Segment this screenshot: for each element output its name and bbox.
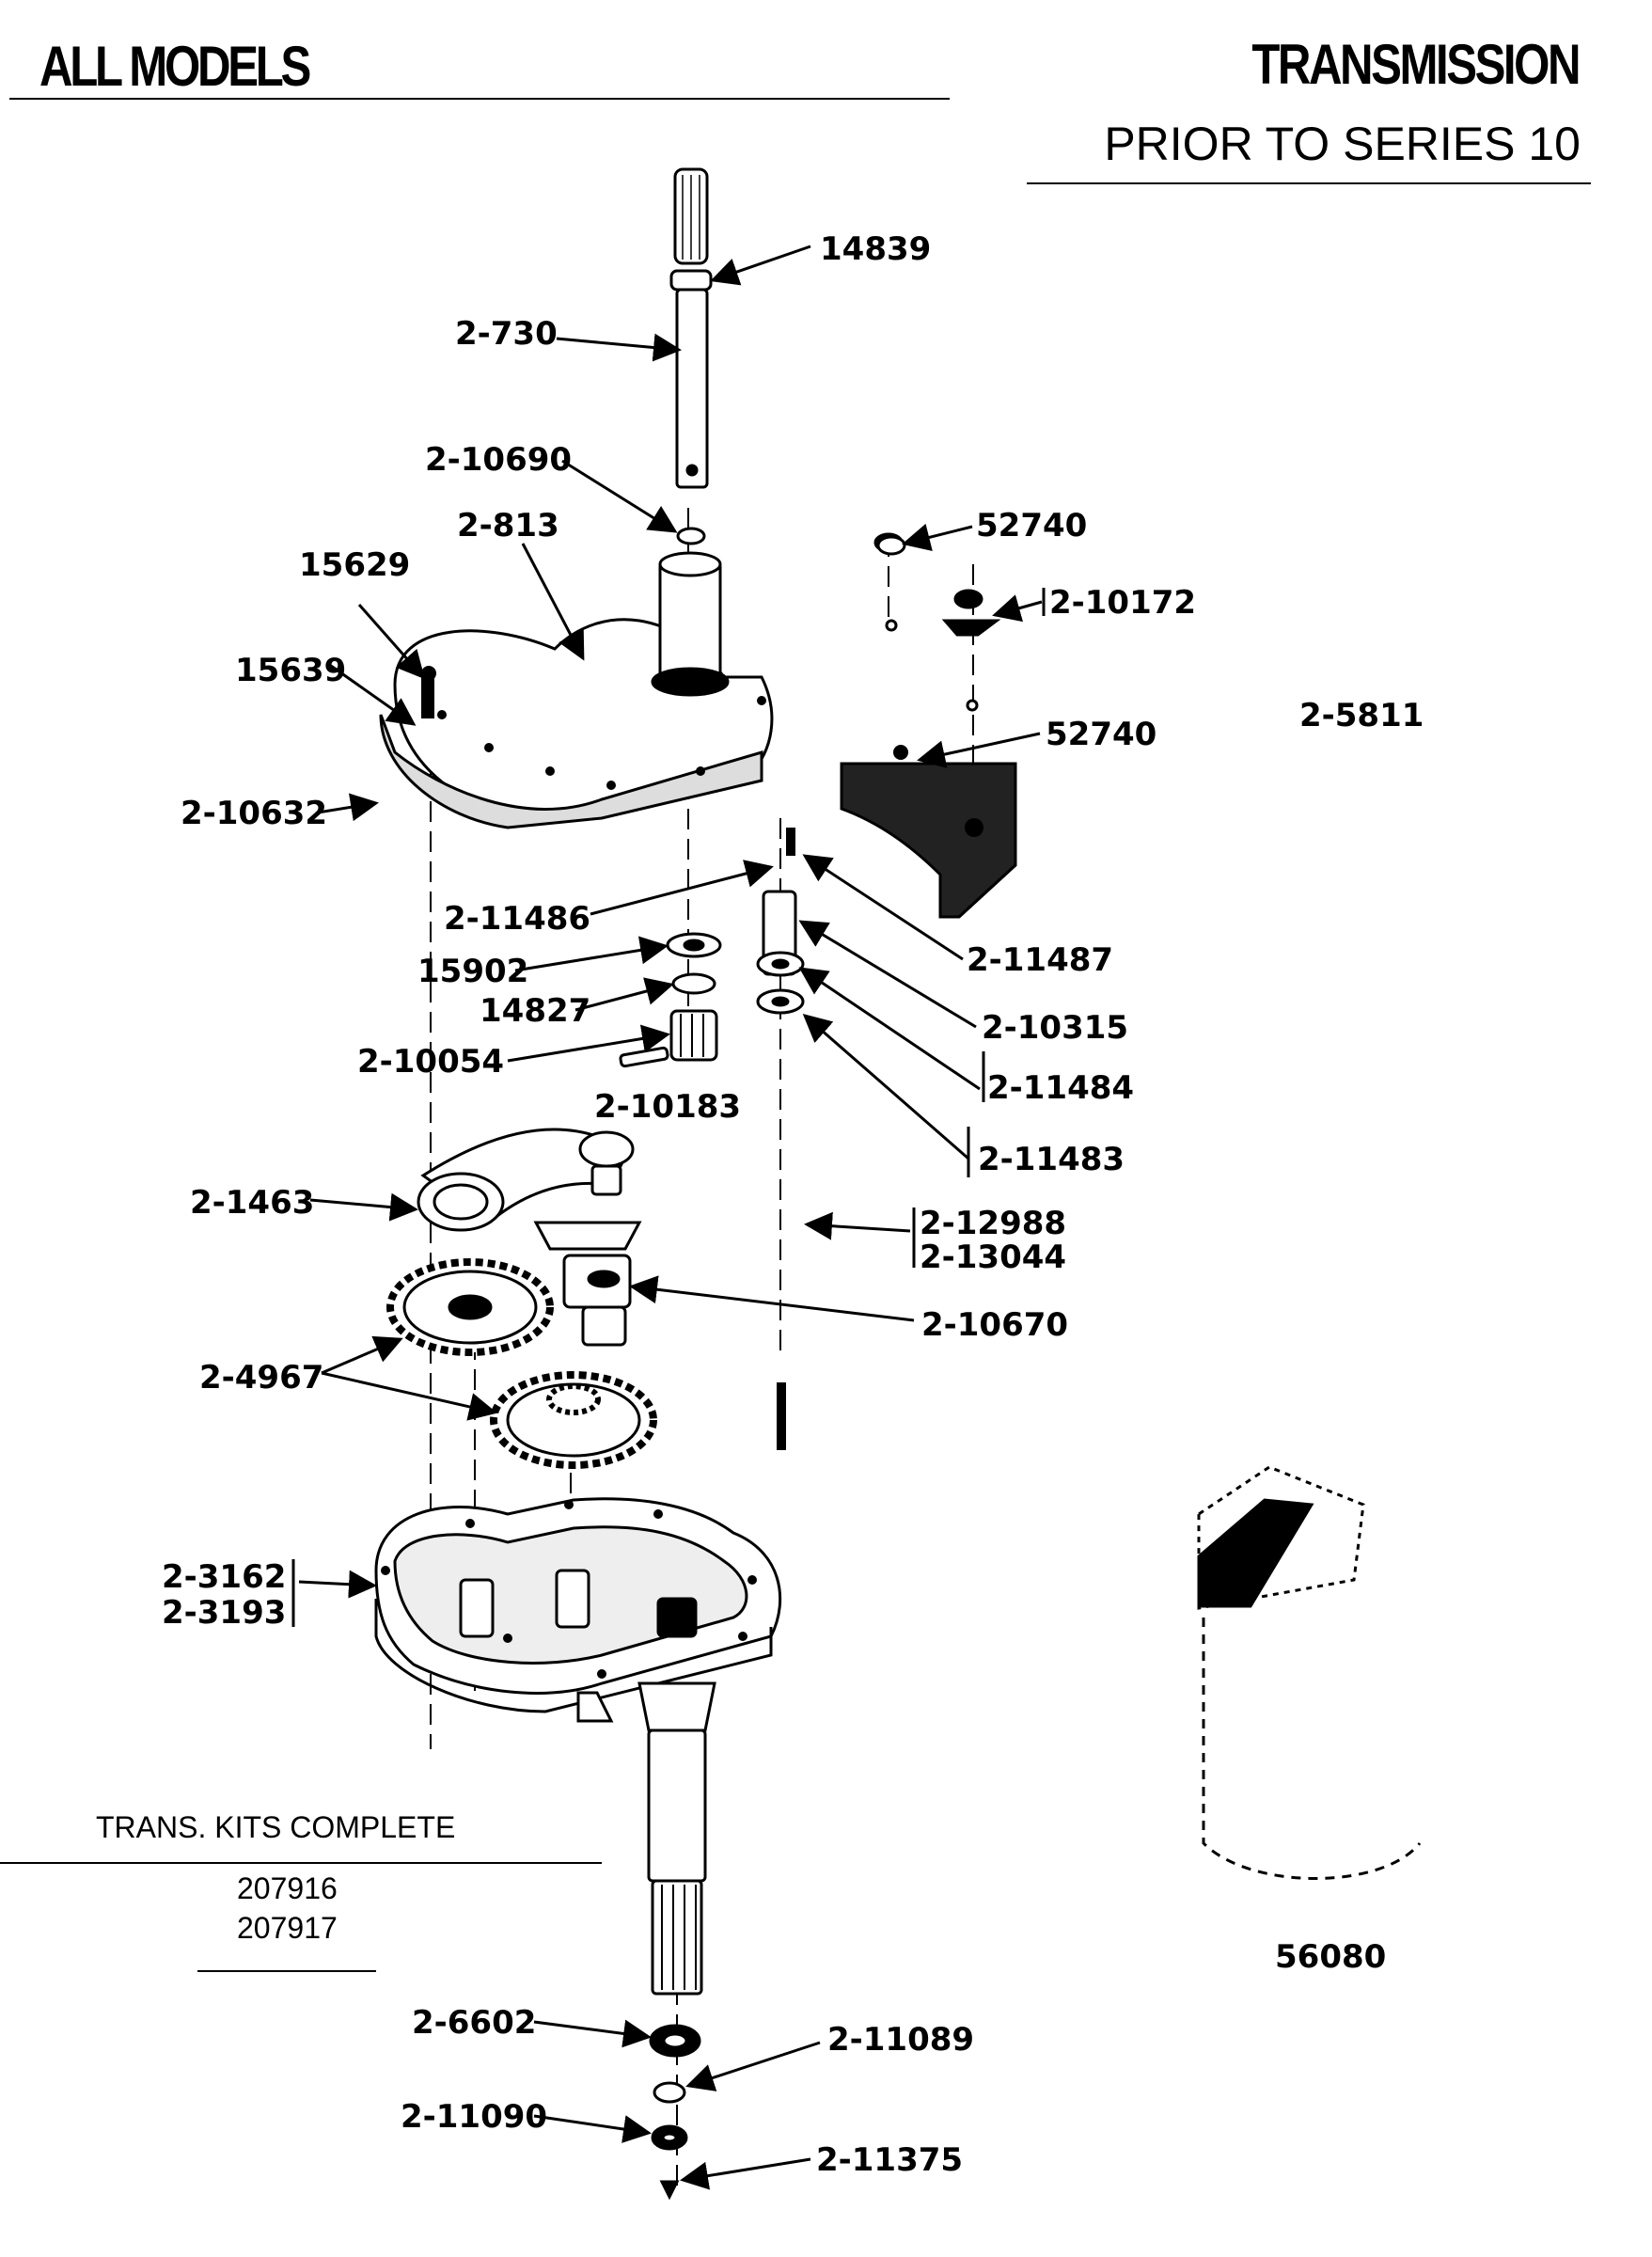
part-label: 2-11484 bbox=[987, 1069, 1134, 1107]
part-label: 2-6602 bbox=[412, 2004, 536, 2042]
kit-number: 207917 bbox=[237, 1911, 338, 1945]
part-label: 2-11486 bbox=[444, 900, 590, 938]
kits-rule-bottom bbox=[197, 1970, 376, 1972]
page-header-left: ALL MODELS bbox=[39, 35, 311, 98]
part-label: 2-10632 bbox=[181, 795, 327, 832]
part-label: 2-5811 bbox=[1299, 697, 1424, 734]
part-label: 2-11483 bbox=[978, 1141, 1125, 1178]
part-label: 56080 bbox=[1275, 1938, 1386, 1976]
part-label: 2-3193 bbox=[162, 1594, 286, 1632]
part-label: 2-11090 bbox=[401, 2098, 547, 2136]
part-label: 2-730 bbox=[455, 315, 558, 353]
part-label: 2-10054 bbox=[357, 1043, 504, 1081]
part-label: 2-12988 bbox=[920, 1205, 1066, 1242]
part-label: 2-10183 bbox=[594, 1088, 741, 1126]
part-label: 2-10315 bbox=[982, 1009, 1128, 1047]
part-label: 15639 bbox=[235, 652, 346, 689]
part-label: 14839 bbox=[820, 230, 931, 268]
part-label: 52740 bbox=[976, 507, 1087, 545]
page-subtitle: PRIOR TO SERIES 10 bbox=[1104, 118, 1581, 170]
part-label: 15902 bbox=[417, 953, 528, 990]
part-label: 2-10172 bbox=[1049, 584, 1196, 622]
header-rule-left bbox=[9, 98, 950, 100]
part-label: 2-3162 bbox=[162, 1558, 286, 1596]
part-label: 14827 bbox=[480, 992, 590, 1030]
part-label: 2-4967 bbox=[199, 1359, 323, 1397]
page-header-right: TRANSMISSION bbox=[1251, 33, 1581, 96]
part-label: 15629 bbox=[299, 546, 410, 584]
kits-rule bbox=[0, 1862, 602, 1864]
part-label: 2-13044 bbox=[920, 1239, 1066, 1276]
header-rule-right bbox=[1027, 182, 1591, 184]
part-label: 2-11375 bbox=[816, 2141, 963, 2179]
part-label: 2-1463 bbox=[190, 1184, 314, 1222]
part-label: 2-10690 bbox=[425, 441, 572, 479]
part-label: 2-10670 bbox=[921, 1306, 1068, 1344]
part-label: 2-813 bbox=[457, 507, 559, 545]
kit-number: 207916 bbox=[237, 1871, 338, 1905]
part-label: 2-11487 bbox=[967, 941, 1113, 979]
kits-heading: TRANS. KITS COMPLETE bbox=[96, 1810, 456, 1844]
part-label: 2-11089 bbox=[827, 2021, 974, 2059]
part-label: 52740 bbox=[1046, 716, 1156, 753]
